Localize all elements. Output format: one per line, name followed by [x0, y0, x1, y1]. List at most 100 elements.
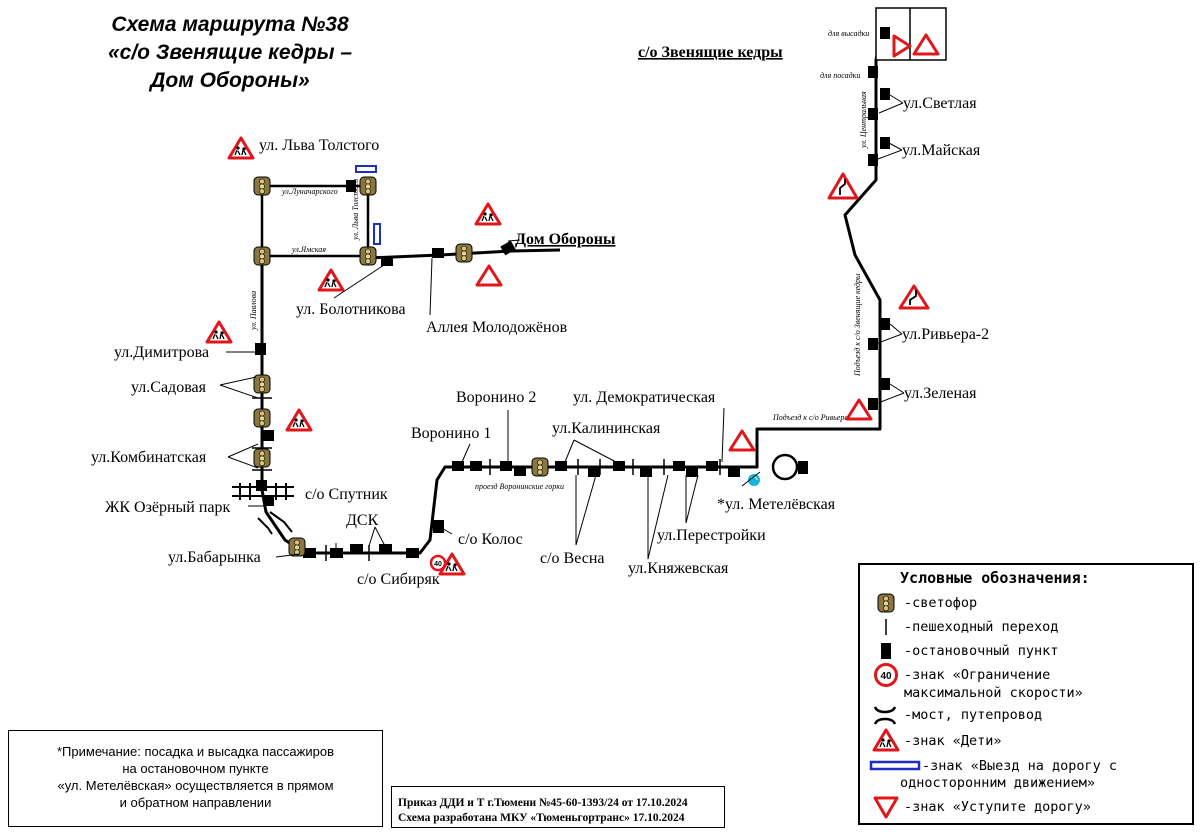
bridge-symbol: [232, 483, 294, 535]
traffic-light-icon: [455, 243, 473, 263]
legend-stop-label: -остановочный пункт: [904, 643, 1059, 659]
stop-marker: [868, 66, 878, 78]
stop-marker: [346, 180, 356, 192]
stop-label-sadovaya: ул.Садовая: [131, 379, 207, 396]
stop-label-alleya: Аллея Молодожёнов: [426, 319, 568, 336]
stop-marker: [500, 240, 516, 256]
oneway-sign-icon: [355, 165, 377, 173]
stop-marker: [613, 461, 625, 471]
yield-right-sign-icon: [892, 34, 912, 58]
stop-marker: [381, 256, 393, 266]
legend-speed-limit: 40 -знак «Ограничение: [868, 663, 1050, 687]
yield-sign-icon: [475, 264, 503, 287]
legend-oneway-label2: односторонним движением»: [900, 775, 1096, 791]
stop-label-dsk: ДСК: [346, 512, 379, 529]
bridge-icon: [868, 703, 904, 727]
note-box: *Примечание: посадка и высадка пассажиро…: [8, 730, 383, 827]
stop-marker: [303, 548, 316, 558]
stop-label-babarynka: ул.Бабарынка: [168, 549, 261, 566]
stop-marker: [868, 108, 878, 120]
stop-marker: [706, 461, 718, 471]
stop-marker: [728, 467, 740, 477]
stop-marker: [868, 338, 878, 350]
traffic-light-icon: [253, 374, 271, 394]
stop-marker: [470, 461, 482, 471]
street-dlya-posadki: для посадки: [820, 71, 860, 80]
stop-label-sibiryak: с/о Сибиряк: [357, 571, 440, 588]
street-podezd-kedry: Подъезд к с/о Звенящие кедры: [853, 273, 862, 377]
children-sign-icon: [227, 136, 255, 160]
stop-marker: [880, 27, 890, 39]
oneway-sign-icon: [373, 223, 381, 245]
traffic-light-icon: [253, 176, 271, 196]
stop-label-voronino1: Воронино 1: [411, 425, 491, 442]
children-sign-icon: [285, 408, 313, 432]
stop-label-kombinatskaya: ул.Комбинатская: [91, 449, 207, 466]
legend-speed-label1: -знак «Ограничение: [904, 667, 1051, 683]
children-sign-icon: [868, 728, 904, 753]
legend-children: -знак «Дети»: [868, 728, 1002, 753]
map-title-line1: Схема маршрута №38: [111, 13, 349, 36]
traffic-light-icon: [253, 246, 271, 266]
stop-label-ozerny: ЖК Озёрный парк: [105, 499, 231, 516]
stop-label-lva-tolstogo: ул. Льва Толстого: [259, 137, 379, 154]
order-line1: Приказ ДДИ и Т г.Тюмени №45-60-1393/24 о…: [398, 797, 688, 809]
stop-label-svetlaya: ул.Светлая: [903, 95, 977, 112]
yield-sign-icon: [868, 795, 904, 819]
legend-bridge: -мост, путепровод: [868, 703, 1042, 727]
note-line2: на остановочном пункте: [122, 761, 269, 776]
stop-marker: [555, 461, 567, 471]
stop-marker: [406, 548, 419, 558]
legend-children-label: -знак «Дети»: [904, 733, 1002, 749]
stop-label-perestroyki: ул.Перестройки: [657, 527, 766, 544]
stop-marker: [433, 520, 444, 533]
leader-lines: [219, 94, 905, 560]
traffic-lights: [253, 176, 549, 557]
stop-marker: [263, 430, 274, 441]
stop-marker: [452, 461, 464, 471]
legend-traffic-light-label: -светофор: [904, 595, 978, 611]
crossing-icon: [868, 615, 904, 639]
legend-title: Условные обозначения:: [900, 569, 1090, 587]
stop-marker: [880, 137, 890, 149]
street-yamskaya: ул.Ямская: [291, 245, 326, 254]
street-lunacharskogo: ул.Луначарского: [281, 187, 338, 196]
stop-marker: [868, 154, 878, 166]
stop-marker: [798, 461, 808, 474]
legend-oneway-line2: односторонним движением»: [900, 775, 1095, 791]
note-line4: и обратном направлении: [119, 795, 272, 810]
speed-limit-sign-icon: 40: [429, 554, 447, 572]
street-proezd-voronino: проезд Воронинские горки: [475, 482, 564, 491]
stop-marker: [673, 461, 685, 471]
oneway-signs: [355, 165, 381, 245]
stop-marker: [379, 544, 392, 554]
order-box: Приказ ДДИ и Т г.Тюмени №45-60-1393/24 о…: [391, 786, 725, 828]
oneway-sign-icon: [868, 754, 922, 778]
curve-sign-icon: [827, 172, 859, 200]
traffic-light-icon: [359, 246, 377, 266]
traffic-light-icon: [531, 457, 549, 477]
stop-icon: [868, 639, 904, 663]
traffic-light-icon: [868, 591, 904, 615]
speed-limit-sign-icon: 40: [868, 663, 904, 687]
stop-marker: [256, 480, 267, 491]
traffic-light-icon: [253, 408, 271, 428]
legend: Условные обозначения: -светофор -пешеход…: [858, 563, 1194, 825]
legend-speed-line2: максимальной скорости»: [904, 685, 1083, 701]
stop-label-bolotnikova: ул. Болотникова: [296, 301, 406, 318]
stop-marker: [868, 398, 878, 410]
children-sign-icon: [317, 268, 345, 292]
children-sign-icon: [474, 202, 502, 226]
stop-label-demokraticheskaya: ул. Демократическая: [573, 389, 716, 406]
legend-bridge-label: -мост, путепровод: [904, 707, 1043, 723]
legend-crossing: -пешеходный переход: [868, 615, 1058, 639]
stop-label-kolos: с/о Колос: [458, 531, 523, 548]
order-line2: Схема разработана МКУ «Тюменьгортранс» 1…: [398, 812, 685, 824]
traffic-light-icon: [288, 537, 306, 557]
stop-marker: [264, 495, 274, 506]
legend-oneway-label1: -знак «Выезд на дорогу с: [922, 758, 1118, 774]
stop-label-sputnik: с/о Спутник: [305, 486, 388, 503]
stop-marker: [500, 461, 512, 471]
stop-marker: [880, 378, 890, 390]
